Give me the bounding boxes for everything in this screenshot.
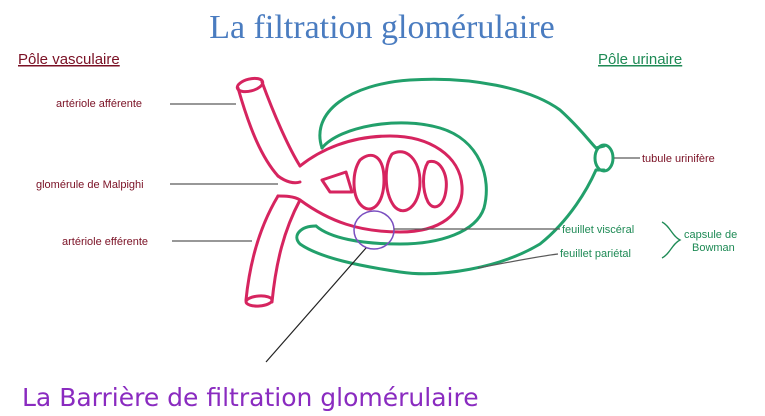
label-arteriole-afferente: artériole afférente bbox=[56, 98, 142, 110]
label-capsule-line1: capsule de bbox=[684, 229, 737, 241]
arteriole-afferente-vessel bbox=[238, 82, 300, 176]
barrier-caption: La Barrière de filtration glomérulaire bbox=[22, 383, 479, 412]
capsule-brace bbox=[662, 222, 680, 258]
tubule-opening bbox=[595, 145, 613, 171]
arteriole-afferente-opening bbox=[236, 76, 264, 94]
arteriole-efferente-vessel bbox=[246, 196, 300, 302]
diagram-title: La filtration glomérulaire bbox=[209, 9, 555, 46]
arteriole-efferente-opening bbox=[246, 295, 273, 307]
label-glomerule: glomérule de Malpighi bbox=[36, 179, 144, 191]
label-feuillet-visceral: feuillet viscéral bbox=[562, 224, 634, 236]
label-arteriole-efferente: artériole efférente bbox=[62, 236, 148, 248]
pole-urinaire-heading: Pôle urinaire bbox=[598, 51, 682, 68]
label-feuillet-parietal: feuillet pariétal bbox=[560, 248, 631, 260]
label-tubule: tubule urinifère bbox=[642, 153, 715, 165]
glomerule-tuft bbox=[278, 136, 462, 232]
label-capsule-line2: Bowman bbox=[692, 242, 735, 254]
capillary-loop-2 bbox=[354, 155, 384, 209]
pole-vasculaire-heading: Pôle vasculaire bbox=[18, 51, 120, 68]
capillary-loop-3 bbox=[386, 152, 420, 211]
capillary-loop-4 bbox=[424, 161, 447, 207]
capillary-loop-1 bbox=[322, 172, 352, 192]
barrier-pointer-line bbox=[266, 248, 366, 362]
